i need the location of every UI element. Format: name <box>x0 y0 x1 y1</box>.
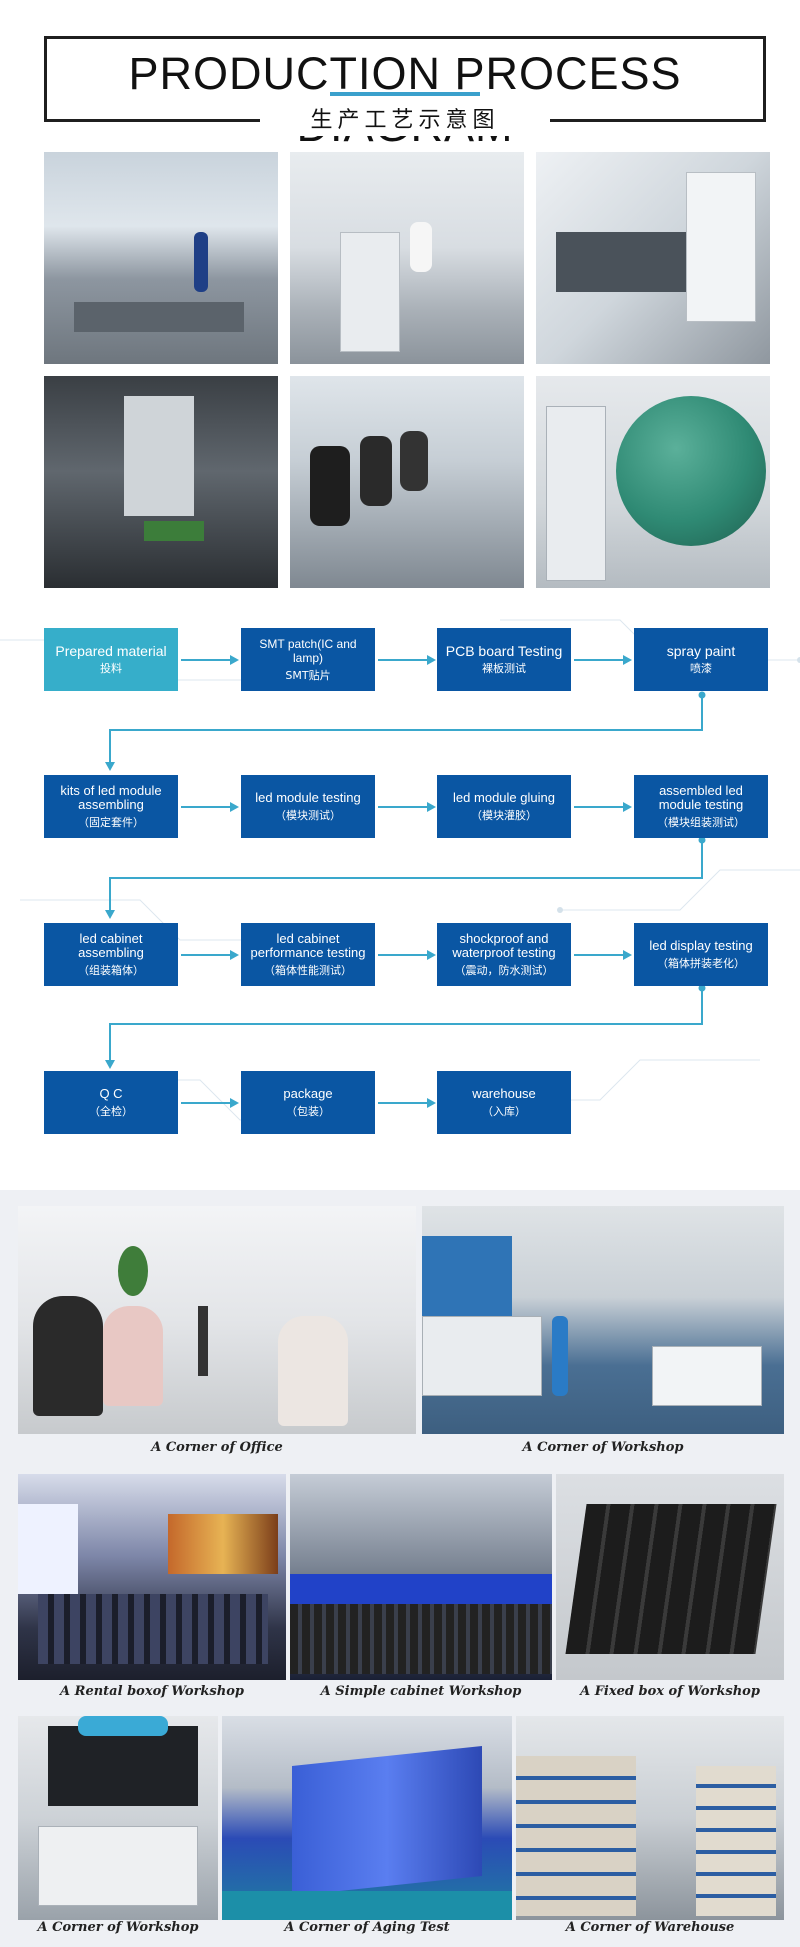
flow-step-en: spray paint <box>666 642 736 659</box>
gallery-caption: A Fixed box of Workshop <box>580 1684 760 1699</box>
flow-step-cn: （全检） <box>89 1104 133 1118</box>
flow-arrow-head <box>427 950 436 960</box>
flow-step-cn: 裸板测试 <box>482 661 526 675</box>
factory-photo-4 <box>44 376 278 588</box>
flow-step-prepared-material: Prepared material 投料 <box>44 628 178 691</box>
flow-arrow-head <box>427 1098 436 1108</box>
gallery-photo-warehouse <box>516 1716 784 1920</box>
flow-step-en: Prepared material <box>55 642 167 659</box>
flow-arrow <box>181 659 231 661</box>
flow-step-en: Q C <box>99 1085 123 1101</box>
flow-arrow <box>378 954 428 956</box>
flow-step-en: package <box>283 1085 333 1101</box>
flow-step-cn: （固定套件） <box>78 815 144 829</box>
flow-step-pcb-testing: PCB board Testing 裸板测试 <box>437 628 571 691</box>
flow-step-cn: （包装） <box>286 1104 330 1118</box>
flow-step-en: assembled led module testing <box>658 782 744 812</box>
flow-step-kits-assembling: kits of led module assembling （固定套件） <box>44 775 178 838</box>
flow-step-assembled-module-testing: assembled led module testing （模块组装测试） <box>634 775 768 838</box>
flow-arrow <box>574 954 624 956</box>
flow-arrow <box>378 806 428 808</box>
gallery-photo-rental-box <box>18 1474 286 1680</box>
flow-arrow-head <box>230 950 239 960</box>
gallery-caption: A Corner of Office <box>151 1440 283 1455</box>
flow-step-cn: 喷漆 <box>690 661 712 675</box>
flow-arrow-head <box>427 655 436 665</box>
gallery-caption: A Corner of Workshop <box>37 1920 199 1935</box>
flow-step-cn: （入库） <box>482 1104 526 1118</box>
flow-step-en: shockproof and waterproof testing <box>452 930 556 960</box>
gallery-photo-office <box>18 1206 416 1434</box>
gallery-photo-simple-cabinet <box>290 1474 552 1680</box>
flow-step-cn: （模块测试） <box>275 808 341 822</box>
factory-photo-3 <box>536 152 770 364</box>
factory-photo-1 <box>44 152 278 364</box>
flow-step-cabinet-performance-testing: led cabinet performance testing （箱体性能测试） <box>241 923 375 986</box>
flow-step-cn: （组装箱体） <box>78 963 144 977</box>
flow-arrow <box>574 806 624 808</box>
flow-step-cn: （模块灌胶） <box>471 808 537 822</box>
flow-step-en: warehouse <box>472 1085 536 1101</box>
flow-step-en: led module gluing <box>453 789 555 805</box>
flow-step-en: led module testing <box>255 789 361 805</box>
gallery-caption: A Rental boxof Workshop <box>60 1684 244 1699</box>
flow-step-cn: （箱体拼装老化） <box>657 956 745 970</box>
flow-arrow-head <box>623 655 632 665</box>
gallery-caption: A Corner of Aging Test <box>284 1920 450 1935</box>
flow-step-cn: 投料 <box>100 661 122 675</box>
flow-step-cn: （震动，防水测试） <box>454 963 554 977</box>
flow-arrow <box>574 659 624 661</box>
flow-step-en: kits of led module assembling <box>60 782 162 812</box>
header-accent-bar <box>330 92 480 96</box>
flow-step-en: led display testing <box>649 937 753 953</box>
flow-arrow <box>378 1102 428 1104</box>
flow-step-en: SMT patch(IC and lamp) <box>259 636 357 665</box>
flow-arrow <box>378 659 428 661</box>
flow-arrow-head <box>623 802 632 812</box>
flow-arrow <box>181 1102 231 1104</box>
flow-step-warehouse: warehouse （入库） <box>437 1071 571 1134</box>
factory-photo-2 <box>290 152 524 364</box>
flow-step-display-testing: led display testing （箱体拼装老化） <box>634 923 768 986</box>
flow-arrow-head <box>230 802 239 812</box>
flow-arrow-head <box>230 655 239 665</box>
flow-arrow <box>181 806 231 808</box>
flow-step-cn: （模块组装测试） <box>657 815 745 829</box>
gallery-caption: A Simple cabinet Workshop <box>320 1684 522 1699</box>
flow-step-qc: Q C （全检） <box>44 1071 178 1134</box>
flow-step-en: PCB board Testing <box>445 642 563 659</box>
flow-arrow-head <box>230 1098 239 1108</box>
flow-step-spray-paint: spray paint 喷漆 <box>634 628 768 691</box>
flow-step-smt-patch: SMT patch(IC and lamp) SMT贴片 <box>241 628 375 691</box>
gallery-photo-aging-test <box>222 1716 512 1920</box>
flow-step-package: package （包装） <box>241 1071 375 1134</box>
flow-arrow <box>181 954 231 956</box>
gallery-caption: A Corner of Warehouse <box>565 1920 735 1935</box>
flow-arrow-head <box>427 802 436 812</box>
factory-photo-6 <box>536 376 770 588</box>
flow-step-module-gluing: led module gluing （模块灌胶） <box>437 775 571 838</box>
gallery-photo-fixed-box <box>556 1474 784 1680</box>
flow-step-cn: （箱体性能测试） <box>264 963 352 977</box>
flow-step-cn: SMT贴片 <box>285 668 331 682</box>
flow-step-cabinet-assembling: led cabinet assembling （组装箱体） <box>44 923 178 986</box>
flow-step-shockproof-testing: shockproof and waterproof testing （震动，防水… <box>437 923 571 986</box>
flow-step-en: led cabinet assembling <box>78 930 144 960</box>
flow-step-module-testing: led module testing （模块测试） <box>241 775 375 838</box>
page-subtitle: 生产工艺示意图 <box>260 106 550 136</box>
gallery-photo-workshop-1 <box>422 1206 784 1434</box>
flow-arrow-head <box>623 950 632 960</box>
gallery-caption: A Corner of Workshop <box>522 1440 684 1455</box>
gallery-photo-workshop-2 <box>18 1716 218 1920</box>
flow-step-en: led cabinet performance testing <box>250 930 366 960</box>
factory-photo-5 <box>290 376 524 588</box>
